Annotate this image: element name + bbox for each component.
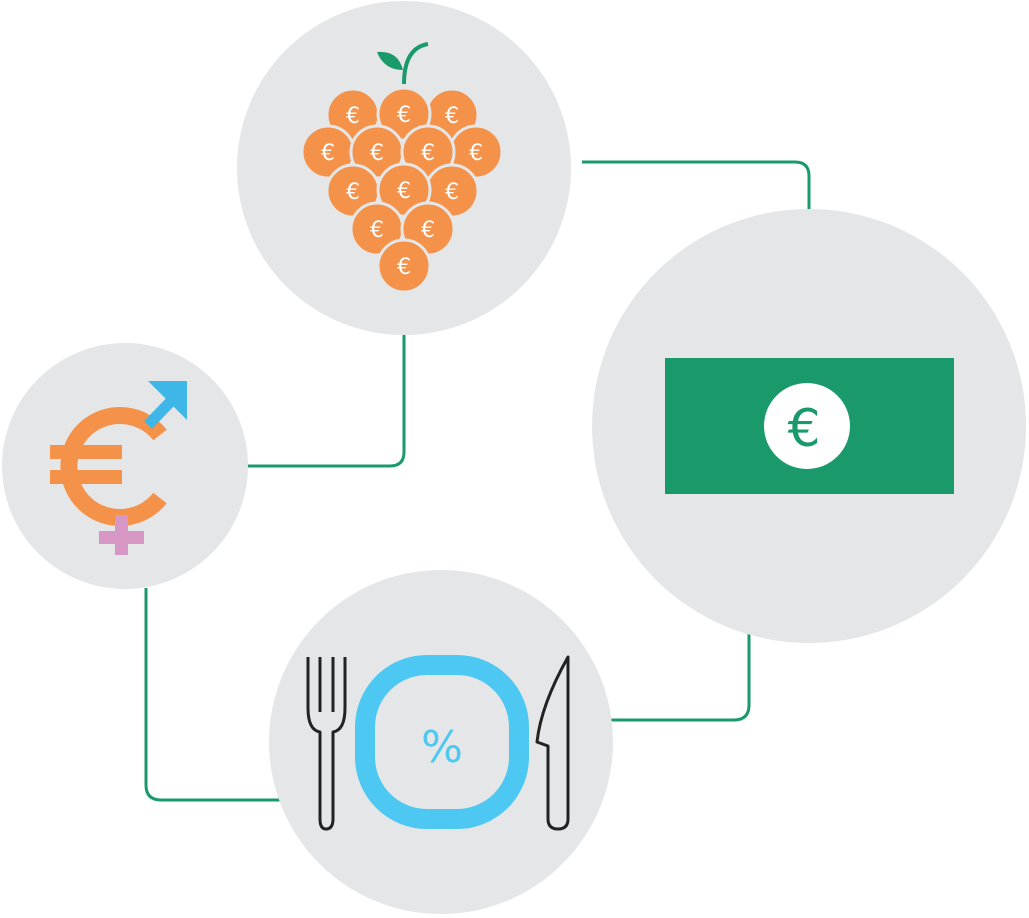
percent-symbol: %: [421, 722, 463, 773]
leaf-icon: [377, 51, 403, 70]
euro-coin-symbol: €: [321, 141, 335, 166]
connector-grape-to-banknote: [582, 160, 811, 212]
node-circle-food: [269, 570, 613, 914]
male-arrow-head-icon: [148, 381, 187, 420]
connector-gender-to-food: [144, 588, 282, 802]
euro-coin-symbol: €: [445, 104, 459, 129]
euro-coin-symbol: €: [421, 141, 435, 166]
euro-coin-symbol: €: [397, 255, 411, 280]
euro-coin-icon: €: [376, 238, 432, 294]
connector-lines: [144, 160, 811, 802]
euro-coin-symbol: €: [370, 218, 384, 243]
female-cross-horizontal: [99, 531, 144, 544]
knife-icon: [535, 655, 570, 831]
euro-banknote-icon: €: [665, 358, 954, 494]
euro-coin-icon: €: [349, 201, 405, 257]
banknote-disc: [764, 383, 850, 469]
connector-banknote-to-food: [611, 634, 751, 722]
euro-bar-upper: [50, 445, 122, 459]
euro-coin-symbol: €: [397, 103, 411, 128]
euro-coin-symbol: €: [421, 218, 435, 243]
stem-icon: [402, 42, 429, 85]
euro-coin-symbol: €: [445, 180, 459, 205]
euro-coin-symbol: €: [346, 104, 360, 129]
euro-coin-symbol: €: [346, 180, 360, 205]
euro-bar-lower: [50, 470, 122, 484]
gender-euro-icon: [50, 381, 187, 555]
plate-percent-cutlery-icon: %: [306, 655, 570, 831]
euro-coin-symbol: €: [370, 141, 384, 166]
euro-coins-group: € € € € € € € € € € € € €: [300, 86, 504, 294]
euro-coin-symbol: €: [469, 141, 483, 166]
fork-icon: [306, 657, 347, 831]
euro-coin-symbol: €: [397, 179, 411, 204]
grape-of-euro-coins-icon: € € € € € € € € € € € € €: [300, 42, 504, 294]
banknote-euro-symbol: €: [787, 399, 820, 459]
plate-icon: [355, 655, 529, 829]
connector-grape-to-gender: [246, 332, 406, 468]
